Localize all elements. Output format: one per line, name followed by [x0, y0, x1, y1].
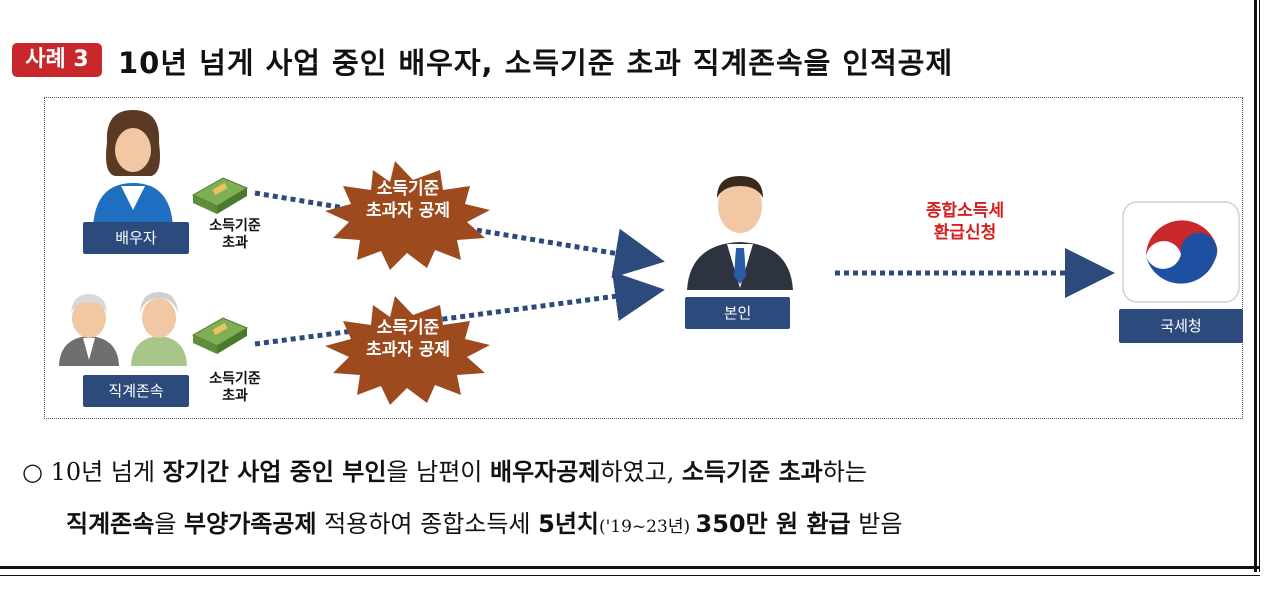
spouse-label: 배우자: [83, 222, 189, 254]
emphasis-long-business: 장기간 사업 중인 부인: [162, 458, 387, 486]
money-stack-icon-bottom: [191, 317, 249, 354]
emphasis-ascendants: 직계존속: [66, 510, 155, 538]
frame-bottom-border: [0, 566, 1260, 576]
parents-label: 직계존속: [83, 375, 189, 407]
diagram-graphics: [59, 110, 1240, 405]
spouse-figure-icon: [93, 110, 173, 228]
case-title: 10년 넘게 사업 중인 배우자, 소득기준 초과 직계존속을 인적공제: [118, 46, 954, 80]
case-badge: 사례 3: [12, 43, 102, 77]
bullet-mark: ○: [22, 458, 43, 486]
diagram-box: 배우자 직계존속 본인 국세청 소득기준 초과 소득기준 초과 소득기준 초과자…: [44, 97, 1243, 419]
emphasis-five-years: 5년치: [538, 510, 599, 538]
emphasis-spouse-deduction: 배우자공제: [490, 458, 601, 486]
frame-right-border: [1254, 0, 1260, 572]
self-figure-icon: [687, 176, 793, 290]
summary-line-1: ○ 10년 넘게 장기간 사업 중인 부인을 남편이 배우자공제하였고, 소득기…: [22, 458, 867, 486]
self-label: 본인: [685, 297, 790, 329]
money-caption-bottom: 소득기준 초과: [209, 371, 261, 404]
money-caption-top: 소득기준 초과: [209, 218, 261, 251]
burst-shape-top: [325, 161, 490, 270]
burst-shape-bottom: [325, 296, 490, 405]
nts-label: 국세청: [1119, 309, 1243, 343]
parents-figure-icon: [59, 292, 187, 366]
arrow-parents-to-self: [254, 271, 665, 347]
money-stack-icon-top: [191, 177, 249, 214]
burst-text-bottom: 소득기준 초과자 공제: [365, 318, 451, 360]
burst-text-top: 소득기준 초과자 공제: [365, 179, 451, 221]
emphasis-refund-amount: 350만 원 환급: [695, 510, 851, 538]
nts-logo-icon: [1122, 201, 1240, 303]
refund-request-text: 종합소득세 환급신청: [925, 201, 1005, 243]
summary-line-2: 직계존속을 부양가족공제 적용하여 종합소득세 5년치('19~23년) 350…: [66, 510, 903, 538]
emphasis-over-income: 소득기준 초과: [681, 458, 823, 486]
emphasis-dependent-deduction: 부양가족공제: [184, 510, 317, 538]
